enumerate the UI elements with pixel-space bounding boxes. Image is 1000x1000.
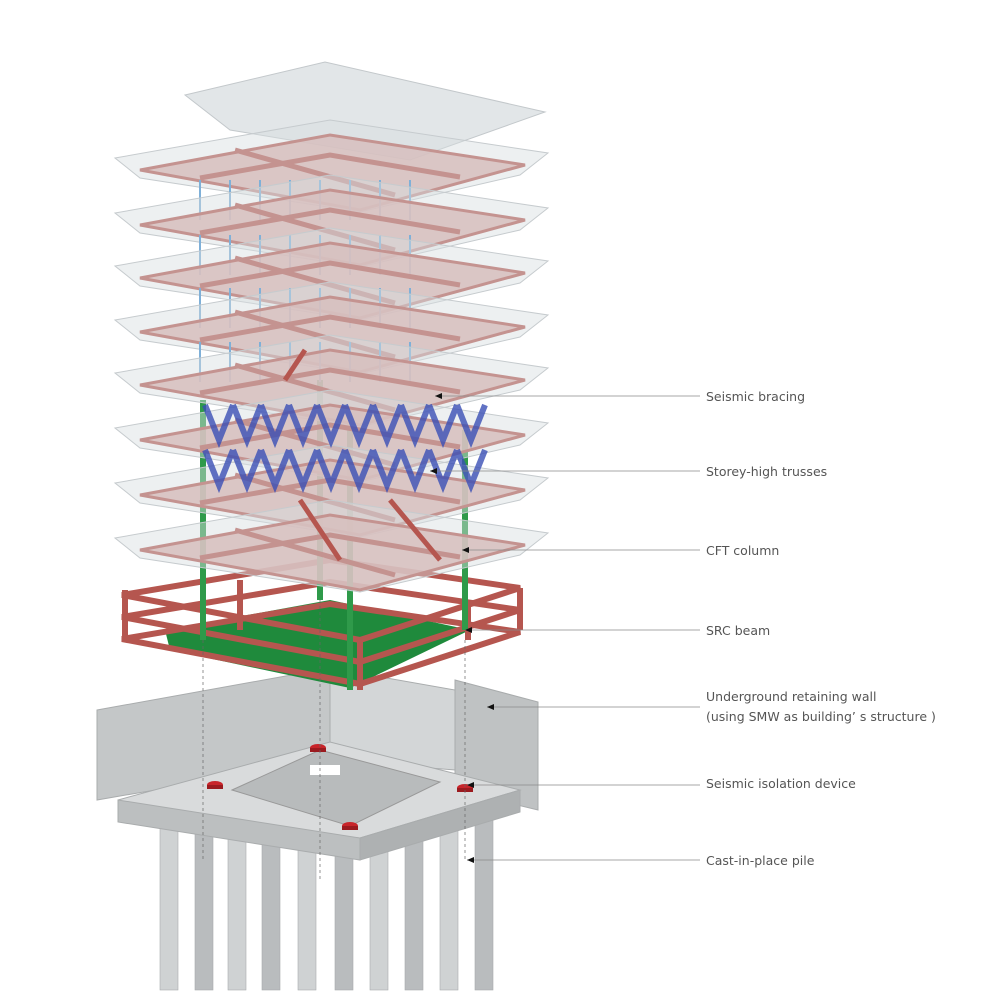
label-cast-in-place-pile: Cast-in-place pile [706,853,815,868]
label-seismic-isolation-device: Seismic isolation device [706,776,856,791]
retaining-wall-right [454,679,539,811]
floor-beam [199,260,461,289]
glass-floor-hood [113,281,550,375]
glass-floor-hood [113,119,550,213]
storey-high-truss [202,448,488,494]
leader-lines [202,393,700,880]
seismic-isolator-side [207,785,223,789]
floor-beam [199,152,461,181]
roof-canopy [183,61,547,161]
pile [474,819,494,991]
foundation-slab-side [359,789,521,861]
leader-arrow-icon [467,857,474,863]
floor-beam [234,202,396,253]
floor-beam [234,527,396,578]
leader-arrow-icon [487,704,494,710]
floor-beam [199,207,461,236]
tower-floors [113,61,550,690]
floor-beam [234,255,396,306]
core-opening [310,765,340,775]
floor-beam [234,309,396,360]
label-storey-high-trusses: Storey-high trusses [706,464,828,479]
pile [159,819,179,991]
glass-floor-hood [113,174,550,268]
seismic-isolator-side [342,826,358,830]
label-retaining-wall: Underground retaining wall [706,689,877,704]
foundation-base [96,667,539,861]
pile [194,819,214,991]
leader-arrow-icon [467,782,474,788]
label-retaining-wall-note: (using SMW as building’ s structure ) [706,709,936,724]
cast-in-place-piles [159,819,494,991]
floor-beam [234,472,396,523]
floor-beam [199,314,461,343]
label-seismic-bracing: Seismic bracing [706,389,806,404]
seismic-isolator-side [310,748,326,752]
label-cft-column: CFT column [706,543,780,558]
glass-floor-hood [113,227,550,321]
label-src-beam: SRC beam [706,623,771,638]
seismic-brace [282,348,442,562]
pile [227,819,247,991]
core-pit [230,749,442,827]
leader-arrow-icon [435,393,442,399]
leader-arrow-icon [462,547,469,553]
glass-floor-hood [113,334,550,428]
pile [439,819,459,991]
floor-beam [234,147,396,198]
floor-beam [199,367,461,396]
floor-beam [199,532,461,561]
leader-arrow-icon [430,468,437,474]
floor-beam [234,362,396,413]
leader-arrow-icon [465,627,472,633]
storey-high-truss [202,403,488,449]
src-beam-frame [121,600,521,688]
